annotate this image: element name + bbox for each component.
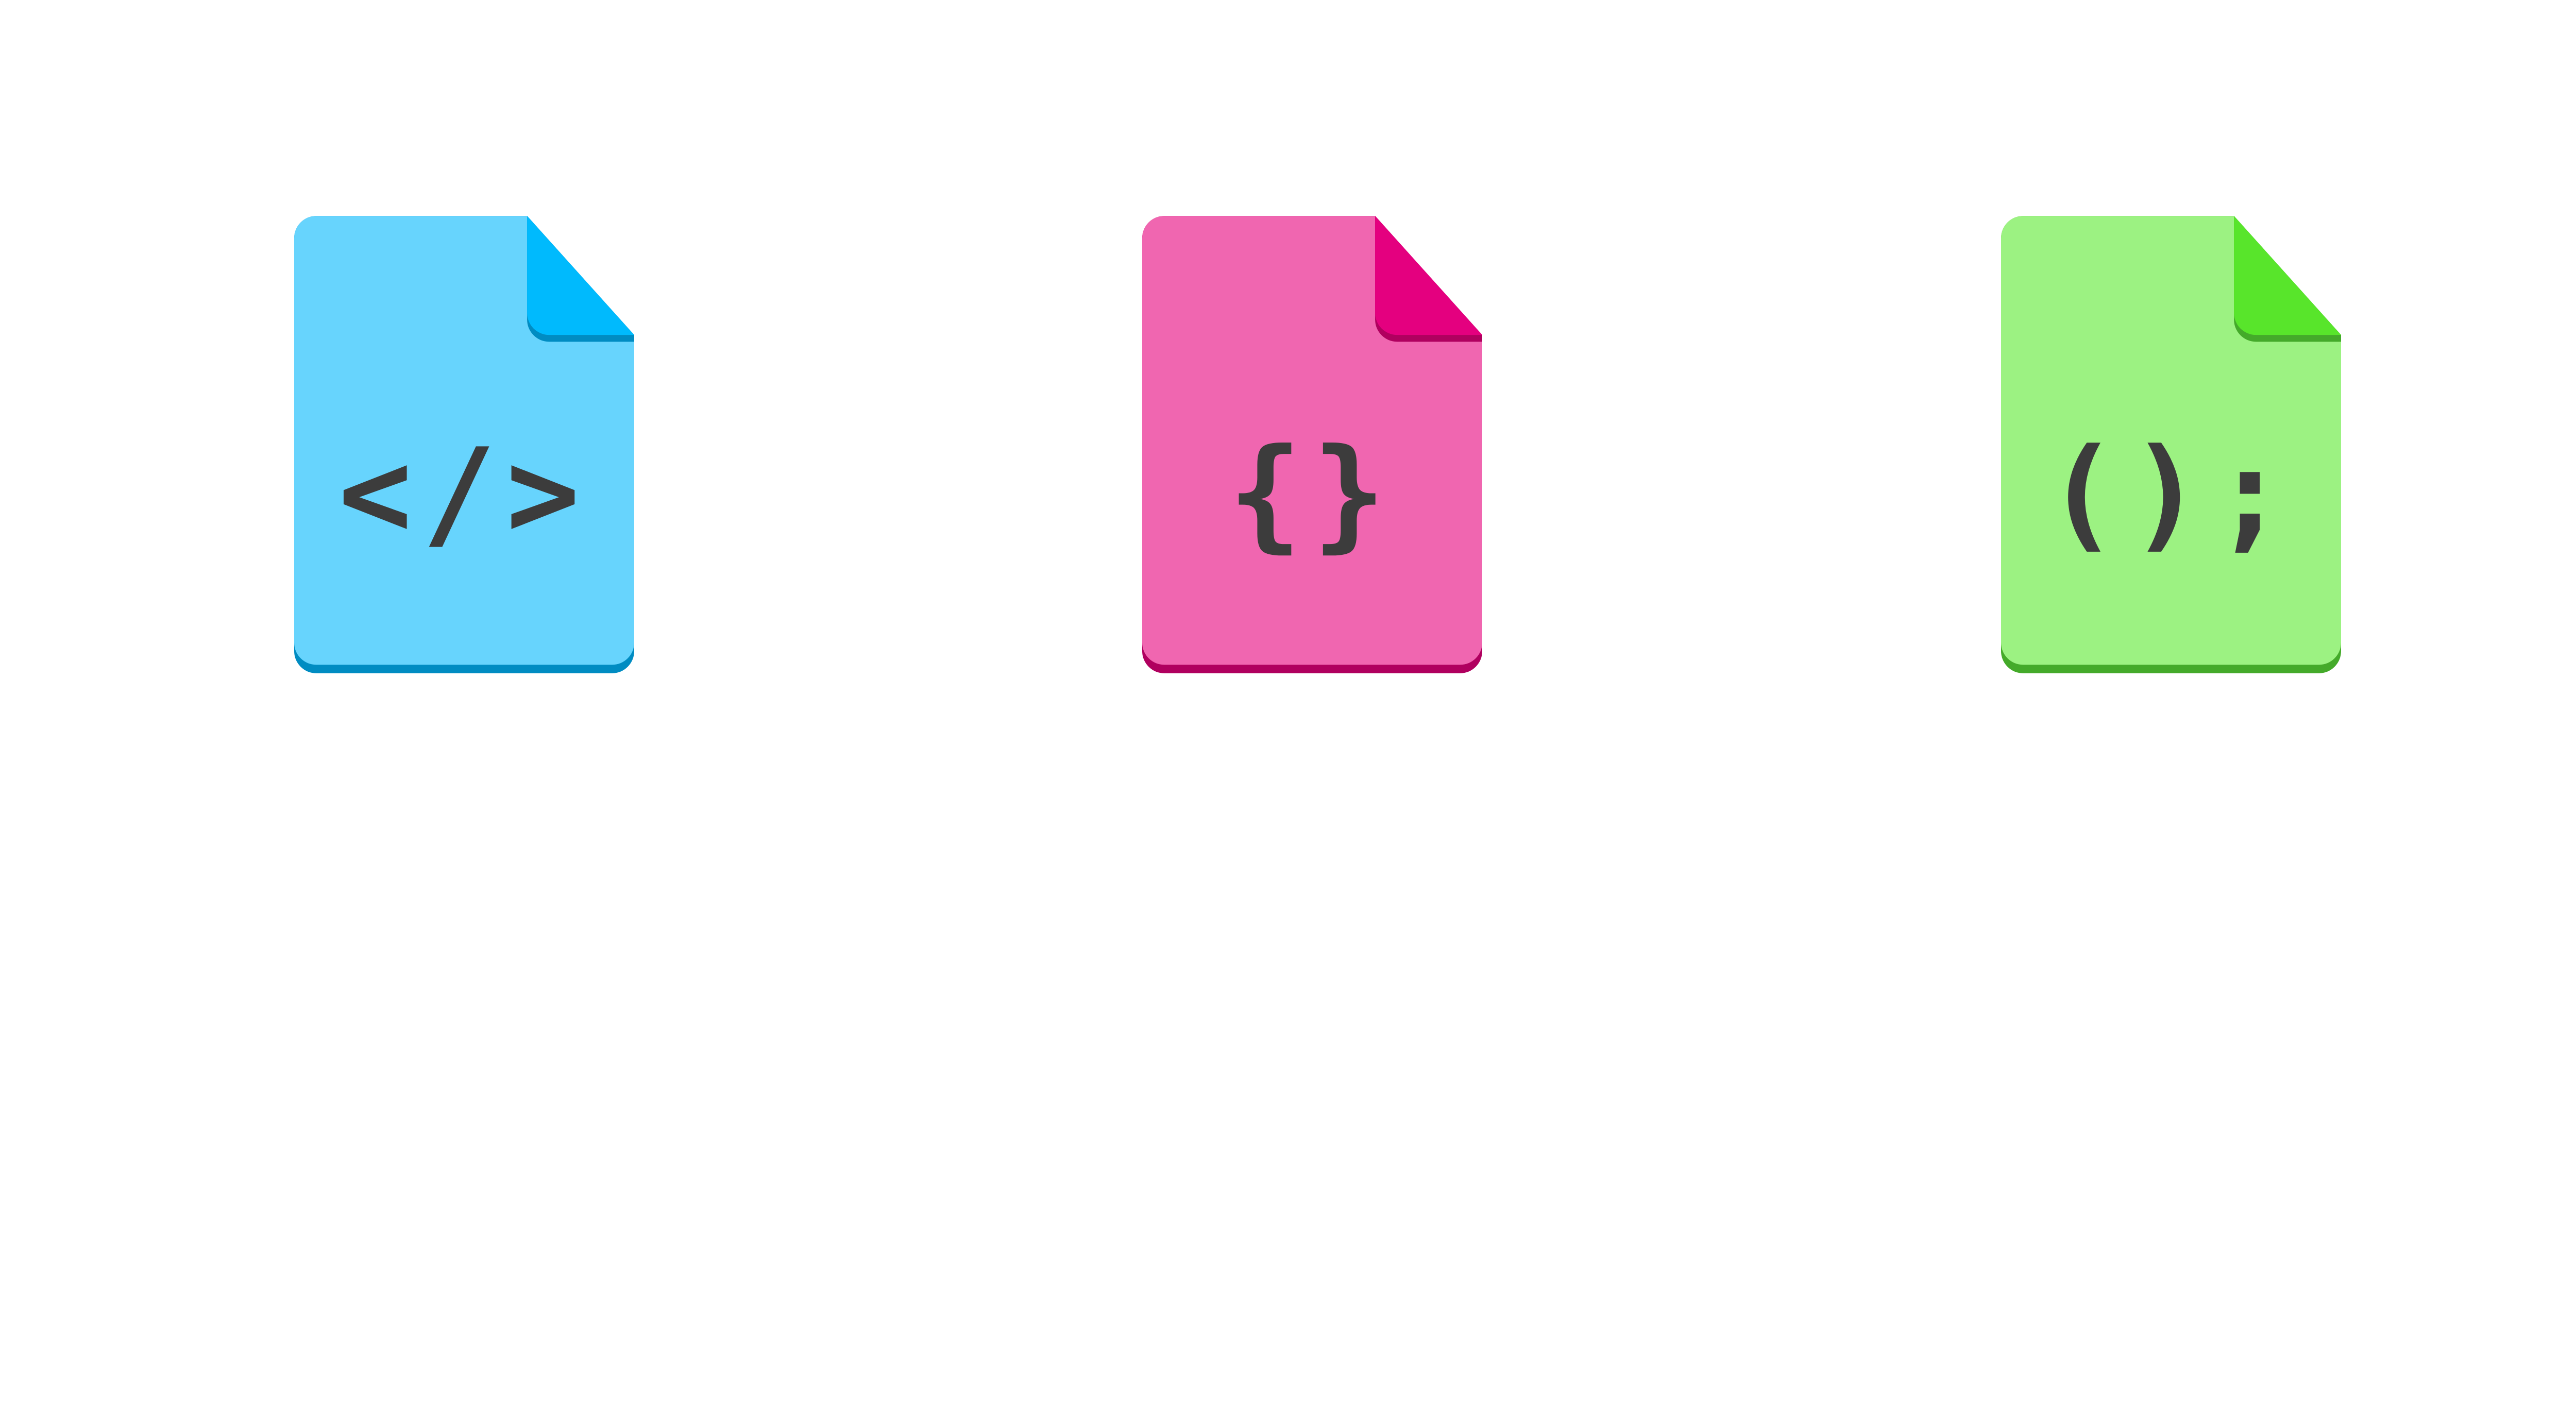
file-glyph: ();	[2045, 422, 2297, 565]
fold-corner	[1375, 216, 1482, 335]
file-glyph: {}	[1228, 422, 1396, 565]
fold-corner	[527, 216, 634, 335]
json-file-icon[interactable]: {}	[1142, 216, 1482, 673]
fold-corner	[2234, 216, 2341, 335]
html-file-icon[interactable]: </>	[294, 216, 634, 673]
file-glyph: </>	[338, 422, 590, 565]
code-file-icon[interactable]: ();	[2001, 216, 2341, 673]
